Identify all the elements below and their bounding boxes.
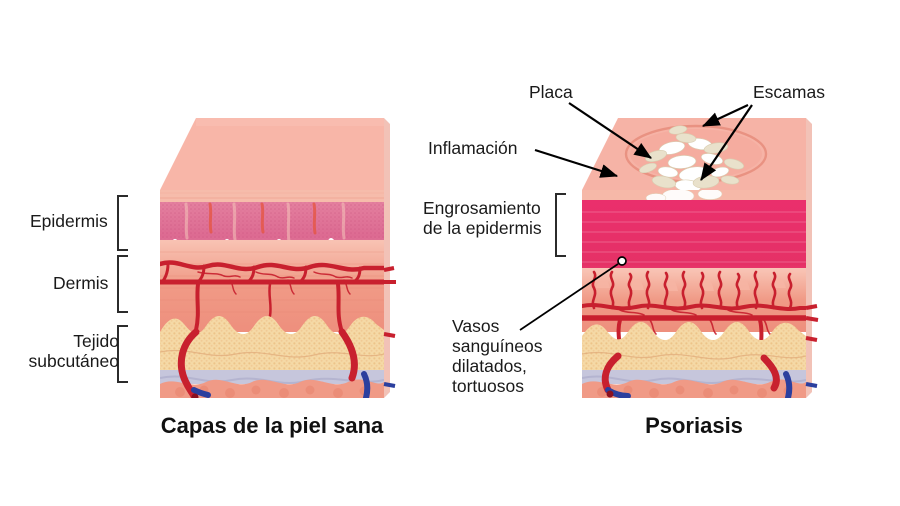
skin-surface-top — [160, 118, 384, 190]
label-placa: Placa — [529, 82, 573, 102]
healthy-skin-block — [160, 118, 396, 398]
label-escamas: Escamas — [753, 82, 825, 102]
label-tejido-subcutaneo: Tejido subcutáneo — [28, 331, 120, 371]
psoriasis-skin-block — [582, 118, 819, 398]
caption-psoriasis: Psoriasis — [645, 413, 743, 438]
label-dermis: Dermis — [53, 273, 109, 293]
deep-tissue-layer — [160, 379, 384, 398]
label-epidermis: Epidermis — [30, 211, 108, 231]
subcutaneous-artery — [177, 328, 358, 398]
subcutaneous-fat-layer — [160, 315, 384, 374]
label-engrosamiento-epidermis: Engrosamiento de la epidermis — [423, 198, 542, 238]
deep-tissue-layer — [582, 379, 806, 398]
subcutaneous-fat-layer — [582, 321, 806, 374]
caption-healthy-skin: Capas de la piel sana — [160, 413, 384, 438]
subcutaneous-artery — [601, 352, 780, 394]
bracket-subcutaneous — [117, 325, 128, 383]
subcutaneous-vein — [191, 371, 371, 398]
label-inflamacion: Inflamación — [428, 138, 518, 158]
bracket-epidermis — [117, 195, 128, 251]
bracket-dermis — [117, 255, 128, 313]
dermal-vascular-plexus — [160, 260, 384, 334]
label-vasos-dilatados: Vasos sanguíneos dilatados, tortuosos — [452, 316, 543, 396]
